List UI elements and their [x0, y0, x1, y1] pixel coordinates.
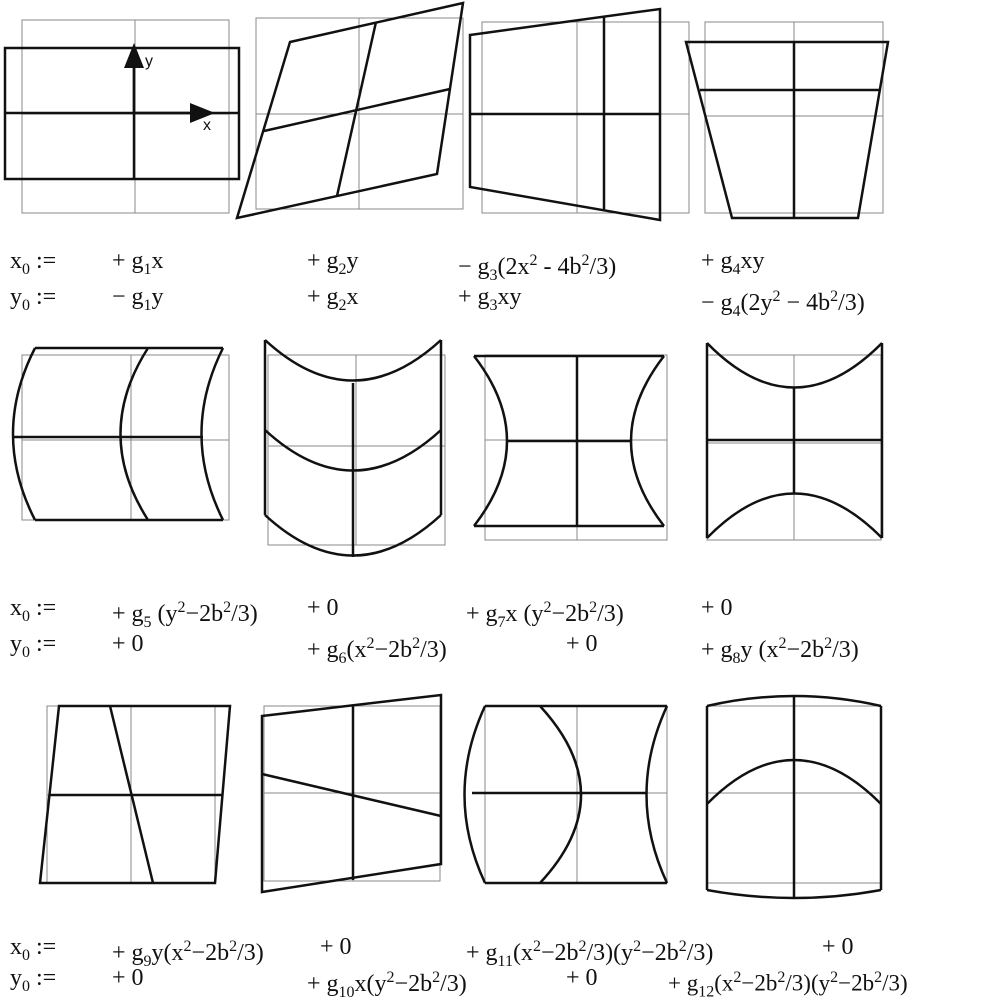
row2-y-term-4: + g8y (x2−2b2/3) [701, 635, 859, 667]
row2-x-term-4: + 0 [701, 595, 733, 621]
panel-g2-shear [235, 1, 465, 220]
y-axis-label: y [145, 53, 153, 70]
row3-y-term-2: + g10x(y2−2b2/3) [307, 969, 467, 1001]
row1-x-term-1: + g1x [112, 248, 164, 278]
panel-g8-pincushion [705, 342, 884, 541]
row1-y-term-3: + g3xy [458, 284, 522, 314]
panel-g4-keystone [684, 21, 890, 220]
row2-y-term-2: + g6(x2−2b2/3) [307, 635, 447, 667]
row3-y-term-4: + g12(x2−2b2/3)(y2−2b2/3) [668, 969, 908, 1001]
row2-y0-label: y0 := [10, 631, 57, 661]
row1-y-term-2: + g2x [307, 284, 359, 314]
row2-y-term-3: + 0 [566, 631, 598, 657]
panel-g1-rotation [3, 19, 241, 214]
panel-g6-bow [263, 339, 446, 557]
row3-y0-label: y0 := [10, 965, 57, 995]
row1-y-term-4: − g4(2y2 − 4b2/3) [701, 288, 865, 320]
row2-x0-label: x0 := [10, 595, 57, 625]
row2-x-term-2: + 0 [307, 595, 339, 621]
row1-x0-label: x0 := [10, 248, 57, 278]
panel-g12-barrel [705, 694, 883, 900]
x-axis-label: x [203, 117, 211, 134]
row2-x-term-3: + g7x (y2−2b2/3) [466, 599, 624, 631]
panel-g11-barrel [463, 704, 669, 885]
row3-y-term-3: + 0 [566, 965, 598, 991]
row1-x-term-2: + g2y [307, 248, 359, 278]
row3-x-term-3: + g11(x2−2b2/3)(y2−2b2/3) [466, 938, 714, 970]
panel-g9-twist [38, 704, 232, 885]
panel-g5-bow [11, 346, 230, 522]
row3-x0-label: x0 := [10, 934, 57, 964]
row1-x-term-3: − g3(2x2 - 4b2/3) [458, 252, 617, 284]
row1-y0-label: y0 := [10, 284, 57, 314]
row1-x-term-4: + g4xy [701, 248, 765, 278]
panel-g7-pincushion [473, 354, 668, 541]
panel-g10-twist [260, 693, 443, 894]
row2-x-term-1: + g5 (y2−2b2/3) [112, 599, 258, 631]
panel-g3-keystone [468, 7, 690, 222]
row1-y-term-1: − g1y [112, 284, 164, 314]
row3-x-term-1: + g9y(x2−2b2/3) [112, 938, 264, 970]
row2-y-term-1: + 0 [112, 631, 144, 657]
row3-x-term-2: + 0 [320, 934, 352, 960]
row3-x-term-4: + 0 [822, 934, 854, 960]
row3-y-term-1: + 0 [112, 965, 144, 991]
